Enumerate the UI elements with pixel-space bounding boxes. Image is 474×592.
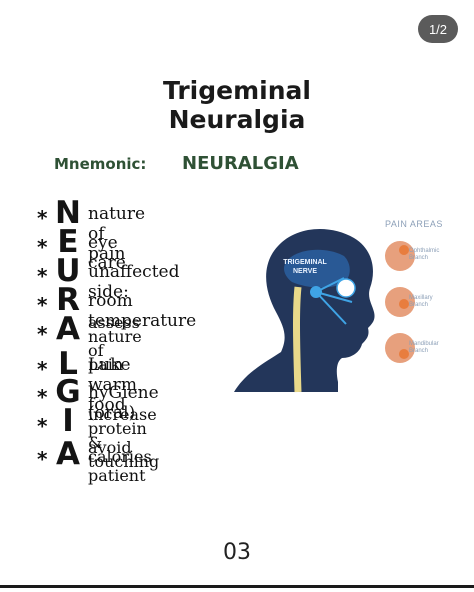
list-text: eye care [88, 233, 126, 273]
branch-label-line-1: Mandibular [409, 341, 439, 347]
branch-label-line-2: Branch [409, 302, 429, 308]
pain-mandibular [399, 349, 409, 359]
list-letter: G [55, 374, 81, 410]
branch-label-ophthalmic: Ophthalmic Branch [409, 248, 439, 262]
asterisk-icon: * [37, 385, 48, 409]
list-text: assess nature of pain [88, 313, 142, 374]
list-text: avoid touching patient [88, 438, 160, 485]
nerve-label-line-1: TRIGEMINAL [283, 259, 327, 266]
brain-shape [284, 249, 350, 288]
nerve-label-line-2: NERVE [293, 268, 317, 275]
branch-label-line-2: Branch [409, 255, 429, 261]
trigeminal-illustration [234, 228, 415, 393]
bottom-divider [0, 585, 474, 588]
list-letter: N [55, 195, 81, 231]
branch-label-mandibular: Mandibular Branch [409, 341, 439, 355]
asterisk-icon: * [37, 264, 48, 288]
list-text: unaffected side: [88, 262, 180, 302]
mnemonic-label: Mnemonic: [54, 155, 147, 173]
page-title: Trigeminal Neuralgia [0, 76, 474, 134]
branch-label-line-1: Ophthalmic [409, 248, 440, 254]
branch-label-maxillary: Maxillary Branch [409, 295, 433, 309]
list-text-line-2: pain [88, 355, 124, 374]
mnemonic-word: NEURALGIA [182, 153, 299, 174]
list-letter: A [56, 311, 80, 347]
list-text-line-1: assess nature of [88, 313, 142, 360]
asterisk-icon: * [37, 206, 48, 230]
list-text: room temperature [88, 291, 197, 331]
list-text: nature of pain [88, 204, 146, 264]
list-text: Luke warm food [88, 355, 137, 415]
list-letter: E [57, 224, 79, 260]
list-letter: U [55, 253, 81, 289]
title-line-1: Trigeminal [163, 76, 311, 105]
list-letter: R [56, 282, 80, 318]
pain-ophthalmic [399, 245, 409, 255]
asterisk-icon: * [37, 414, 48, 438]
list-text-line-1: increase protein & [88, 405, 157, 452]
list-text-line-1: avoid touching [88, 438, 160, 471]
list-letter: I [62, 403, 74, 439]
title-line-2: Neuralgia [168, 105, 306, 134]
branch-label-line-1: Maxillary [409, 295, 433, 301]
asterisk-icon: * [37, 357, 48, 381]
page-number: 03 [223, 540, 251, 565]
nerve-branches [315, 277, 353, 325]
asterisk-icon: * [37, 293, 48, 317]
list-text-line-2: patient [88, 466, 146, 485]
list-text-line-2: calories [88, 447, 152, 466]
asterisk-icon: * [37, 235, 48, 259]
asterisk-icon: * [37, 447, 48, 471]
spine-shape [293, 286, 302, 393]
list-text: increase protein & calories [88, 405, 157, 466]
list-letter: A [56, 436, 80, 472]
list-letter: L [58, 346, 78, 382]
asterisk-icon: * [37, 322, 48, 346]
eye-shape [336, 278, 356, 298]
branch-label-line-2: Branch [409, 348, 429, 354]
pain-maxillary [399, 299, 409, 309]
trigeminal-nerve-label: TRIGEMINAL NERVE [283, 258, 327, 276]
page-counter: 1/2 [418, 15, 458, 43]
list-text: hyGiene (oral) [88, 383, 159, 423]
pain-areas-label: PAIN AREAS [385, 219, 443, 229]
